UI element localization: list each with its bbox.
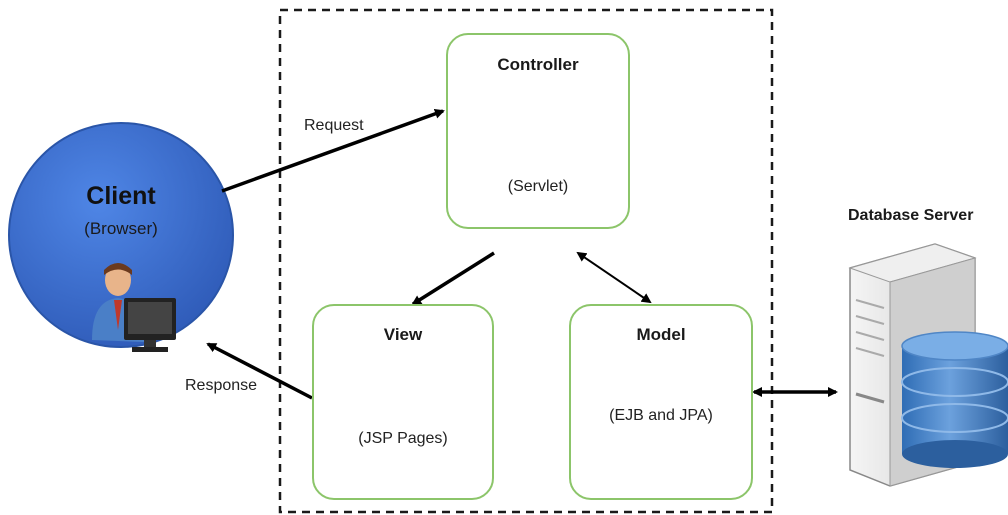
view-title: View (383, 325, 423, 344)
model-box: Model (EJB and JPA) (569, 304, 753, 500)
user-at-computer-icon (92, 263, 176, 352)
controller-to-view-arrow (411, 251, 495, 306)
request-label: Request (304, 117, 364, 134)
controller-box: Controller (Servlet) (446, 33, 630, 229)
client-circle (8, 122, 234, 348)
response-arrow (206, 342, 313, 400)
controller-model-arrow (576, 251, 652, 304)
model-title: Model (636, 325, 686, 344)
client-title: Client (86, 182, 156, 210)
view-subtitle: (JSP Pages) (358, 430, 448, 447)
database-server-title: Database Server (848, 207, 974, 224)
response-label: Response (185, 377, 258, 394)
controller-title: Controller (497, 55, 579, 74)
view-box: View (JSP Pages) (312, 304, 494, 500)
app-server-container (278, 8, 774, 514)
database-server-icon (848, 243, 1008, 487)
model-subtitle: (EJB and JPA) (609, 407, 713, 424)
request-arrow (221, 109, 445, 193)
controller-subtitle: (Servlet) (507, 178, 569, 195)
client-subtitle: (Browser) (84, 219, 158, 238)
